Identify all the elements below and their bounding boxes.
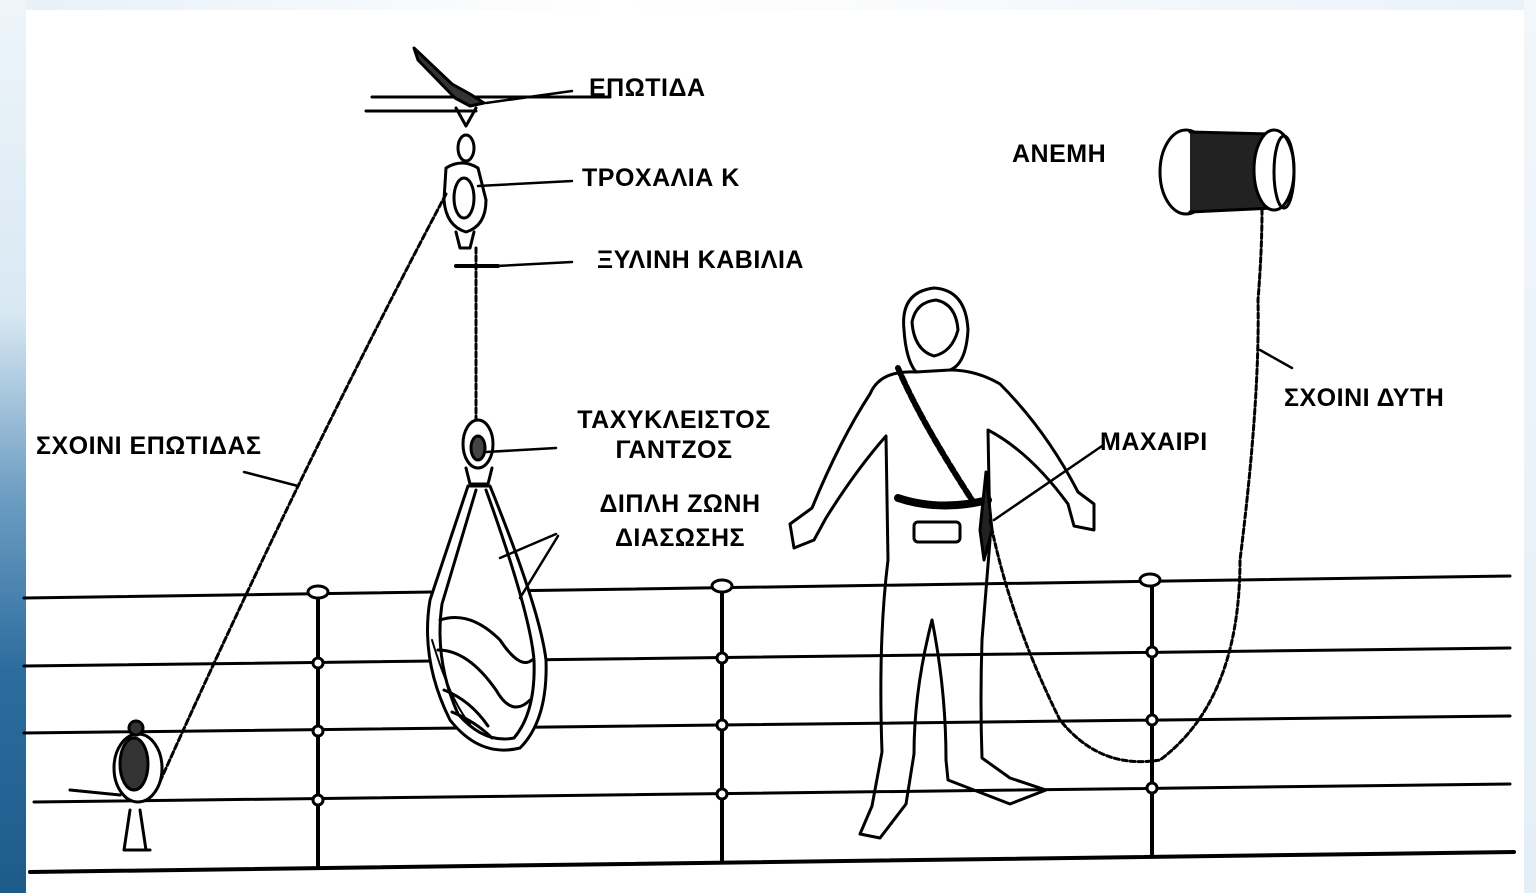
label-dipli-zoni-line1: ΔΙΠΛΗ ΖΩΝΗ (580, 490, 780, 518)
label-tachykleistos-line2: ΓΑΝΤΖΟΣ (558, 436, 790, 464)
label-schoini-epotidas: ΣΧΟΙΝΙ ΕΠΩΤΙΔΑΣ (36, 432, 262, 460)
pulley-block-drawing (444, 163, 486, 248)
label-anemi: ΑΝΕΜΗ (1012, 140, 1106, 168)
wooden-toggle-drawing (456, 248, 498, 420)
pointer-lines (244, 91, 1292, 598)
label-dipli-zoni-line2: ΔΙΑΣΩΣΗΣ (580, 524, 780, 552)
deck-cleat-drawing (114, 721, 162, 850)
rescue-strop-drawing (428, 486, 547, 750)
label-epotida: ΕΠΩΤΙΔΑ (589, 74, 706, 102)
label-trochalia: ΤΡΟΧΑΛΙΑ Κ (582, 164, 740, 192)
label-tachykleistos-line1: ΤΑΧΥΚΛΕΙΣΤΟΣ (558, 406, 790, 434)
diver-figure-drawing (790, 210, 1262, 838)
davit-hook-drawing (366, 48, 610, 161)
label-schoini-dyti: ΣΧΟΙΝΙ ΔΥΤΗ (1284, 384, 1444, 412)
label-xylini-kavilia: ΞΥΛΙΝΗ ΚΑΒΙΛΙΑ (597, 246, 804, 274)
railing (24, 574, 1514, 872)
davit-rope-drawing (70, 194, 446, 795)
label-machairi: ΜΑΧΑΙΡΙ (1100, 428, 1208, 456)
reel-drawing (1160, 130, 1294, 214)
